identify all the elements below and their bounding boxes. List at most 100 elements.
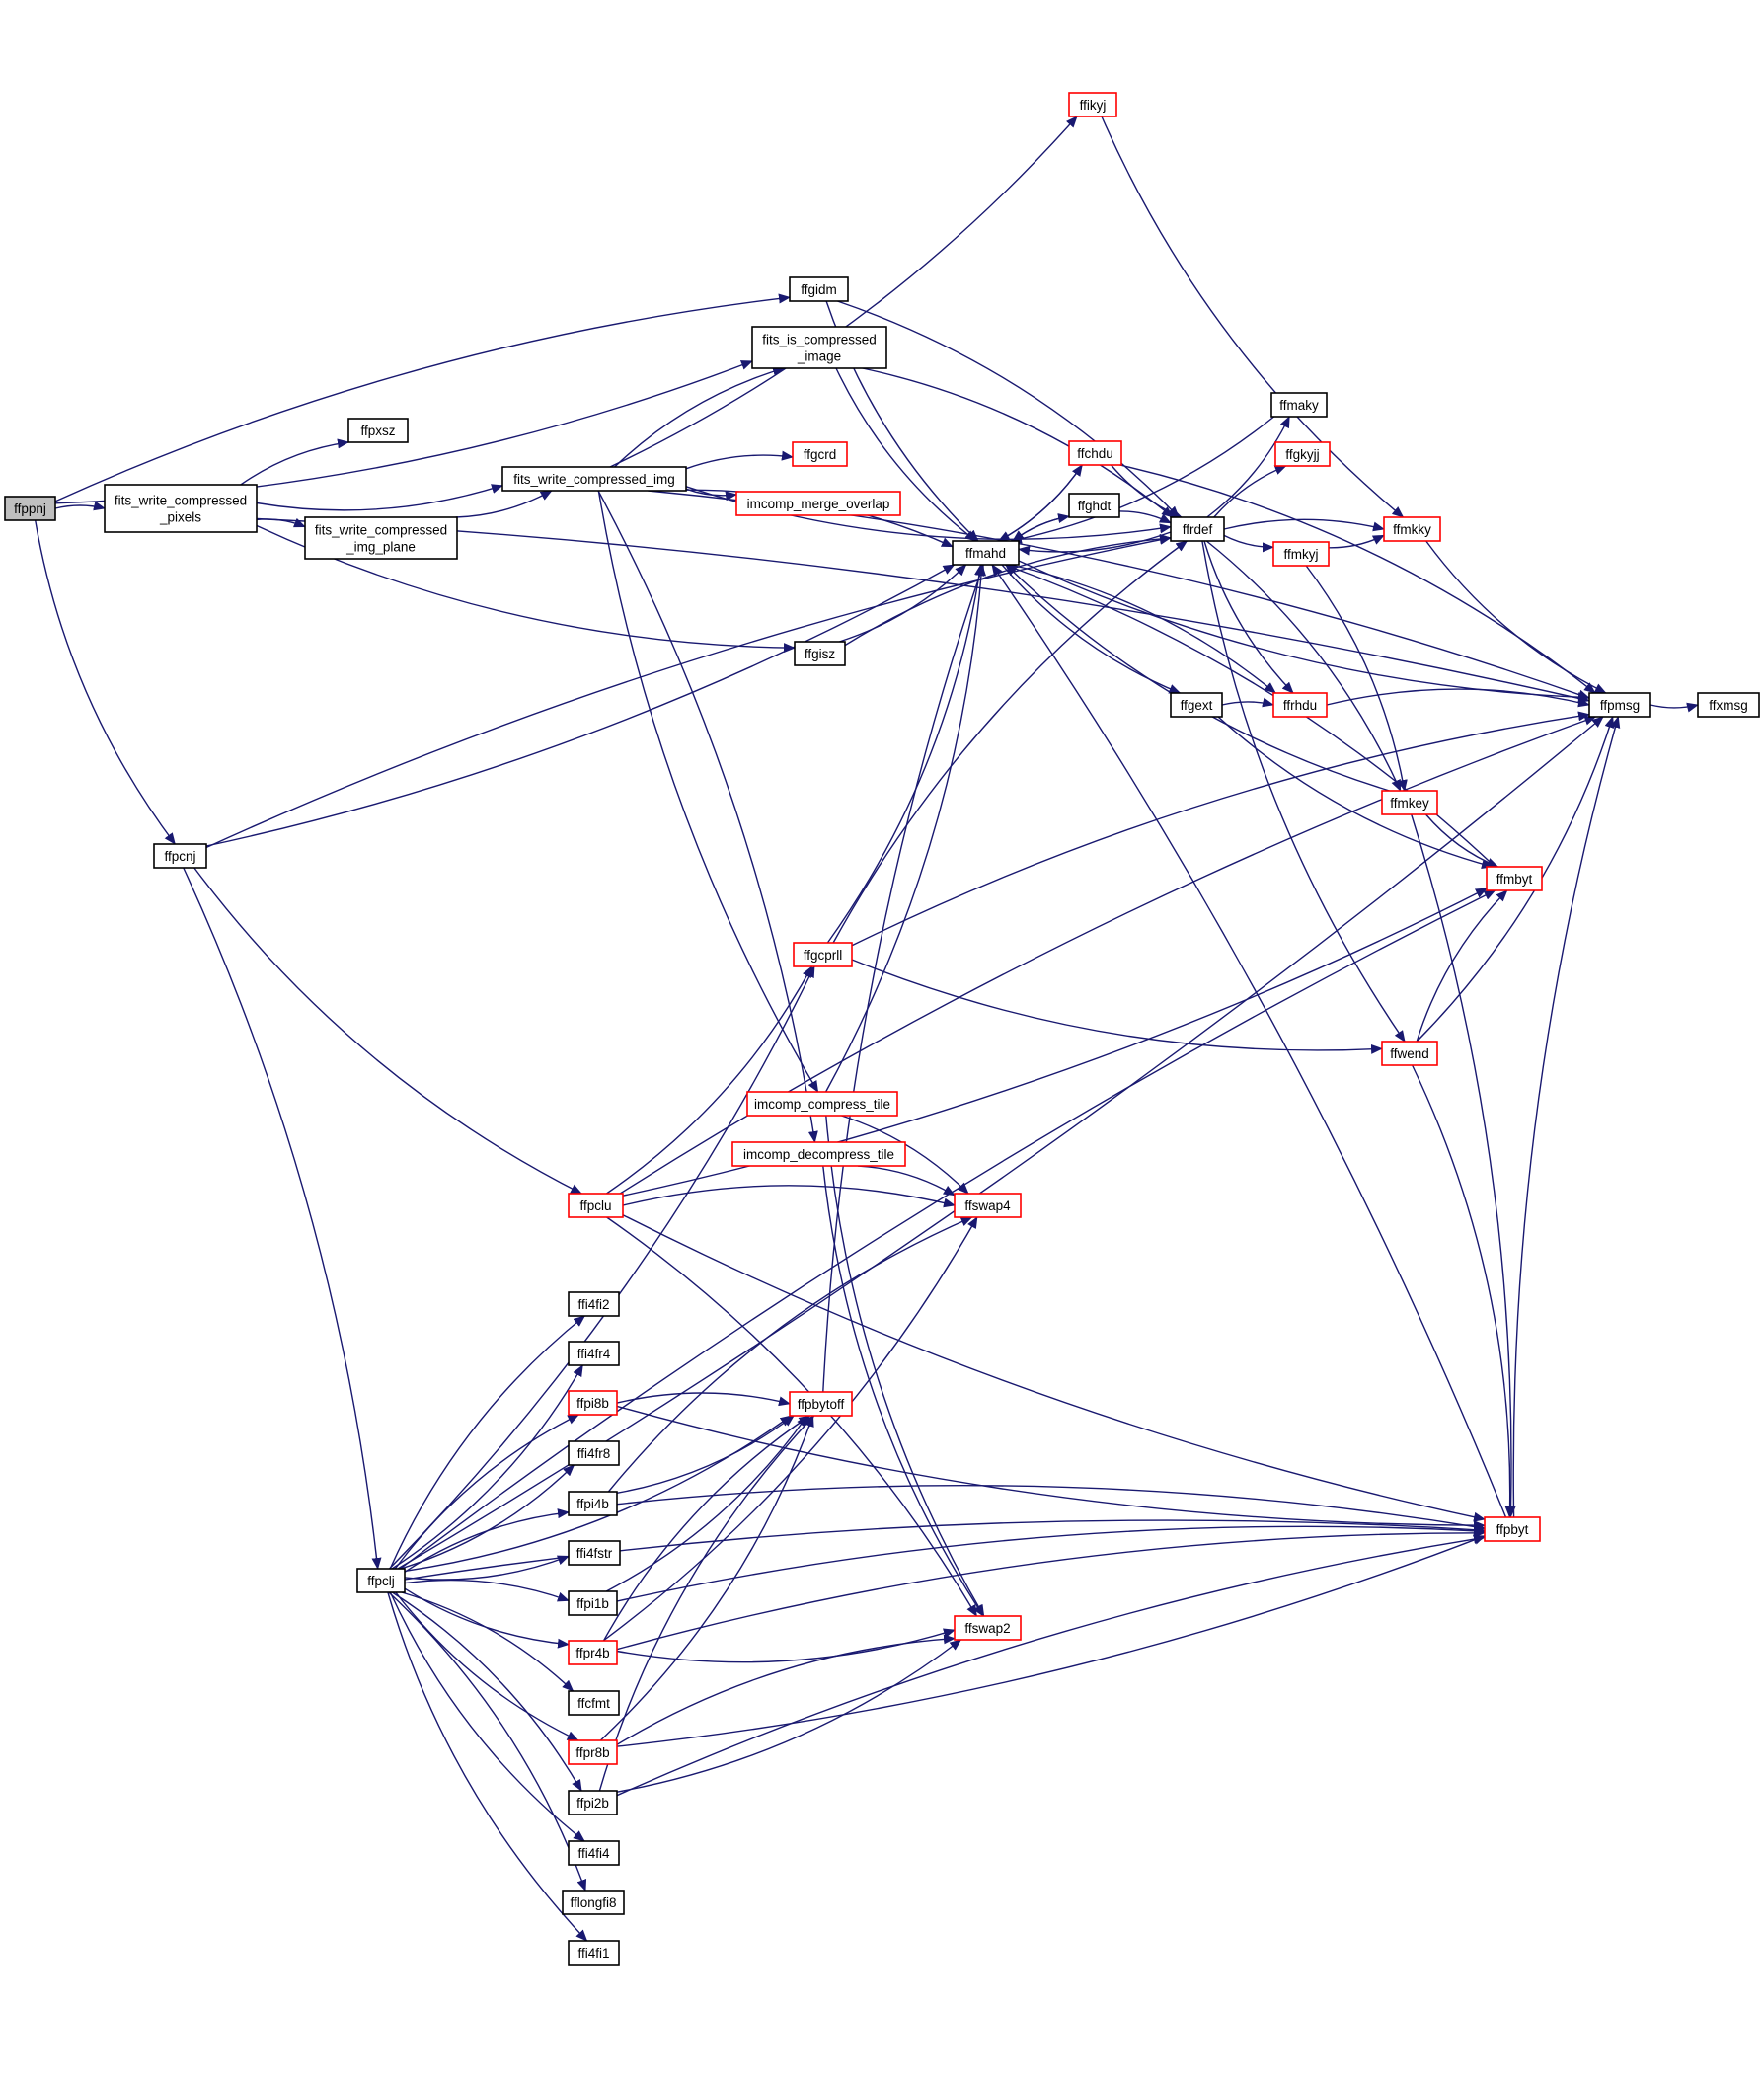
node-box bbox=[1068, 493, 1120, 518]
node-ffpbyt[interactable]: ffpbyt bbox=[1484, 1516, 1541, 1542]
node-ffrhdu[interactable]: ffrhdu bbox=[1272, 692, 1328, 718]
node-box bbox=[568, 1390, 618, 1416]
node-ffgisz[interactable]: ffgisz bbox=[794, 641, 846, 666]
node-box bbox=[356, 1568, 406, 1593]
node-ffmaky[interactable]: ffmaky bbox=[1270, 392, 1328, 418]
edge-ffpclu-to-ffswap4 bbox=[622, 1185, 956, 1208]
node-label: fits_is_compressed bbox=[762, 332, 877, 347]
node-box bbox=[562, 1890, 625, 1915]
node-box bbox=[347, 418, 409, 443]
node-label: imcomp_decompress_tile bbox=[743, 1147, 894, 1162]
node-label: ffi4fi2 bbox=[577, 1297, 609, 1312]
node-label: fits_write_compressed_img bbox=[513, 472, 675, 487]
node-ffgcprll[interactable]: ffgcprll bbox=[793, 942, 853, 967]
node-ffi4fr4[interactable]: ffi4fr4 bbox=[568, 1341, 620, 1366]
node-ffpi2b[interactable]: ffpi2b bbox=[568, 1790, 618, 1815]
node-ffikyj[interactable]: ffikyj bbox=[1068, 92, 1117, 117]
node-ffmkey[interactable]: ffmkey bbox=[1381, 790, 1438, 815]
node-fits-is-compressed-image[interactable]: fits_is_compressed_image bbox=[751, 326, 887, 369]
node-fflongfi8[interactable]: fflongfi8 bbox=[562, 1890, 625, 1915]
edge-ffpi1b-to-ffpbyt bbox=[616, 1525, 1486, 1602]
node-ffrdef[interactable]: ffrdef bbox=[1170, 516, 1225, 542]
node-ffppnj[interactable]: ffppnj bbox=[4, 496, 56, 521]
node-box bbox=[568, 1491, 618, 1516]
edge-ffpi2b-to-ffpbytoff bbox=[598, 1415, 815, 1792]
edge-ffpi2b-to-ffswap2 bbox=[616, 1639, 962, 1793]
node-fits-write-compressed-img-plane[interactable]: fits_write_compressed_img_plane bbox=[304, 516, 458, 560]
node-box bbox=[568, 1739, 618, 1765]
node-ffpi8b[interactable]: ffpi8b bbox=[568, 1390, 618, 1416]
node-ffpbytoff[interactable]: ffpbytoff bbox=[789, 1391, 853, 1417]
node-ffpclu[interactable]: ffpclu bbox=[568, 1193, 624, 1218]
edge-ffgisz-to-ffmahd bbox=[839, 564, 967, 643]
node-ffgidm[interactable]: ffgidm bbox=[789, 276, 849, 302]
node-ffgcrd[interactable]: ffgcrd bbox=[792, 441, 848, 467]
node-ffgkyjj[interactable]: ffgkyjj bbox=[1274, 441, 1331, 467]
node-ffmkky[interactable]: ffmkky bbox=[1383, 516, 1441, 542]
node-ffi4fstr[interactable]: ffi4fstr bbox=[568, 1540, 621, 1566]
edge-ffpclj-to-fflongfi8 bbox=[388, 1591, 587, 1892]
node-ffswap4[interactable]: ffswap4 bbox=[954, 1193, 1022, 1218]
node-fits-write-compressed-img[interactable]: fits_write_compressed_img bbox=[501, 466, 687, 492]
node-label: ffpclj bbox=[367, 1574, 395, 1588]
node-label: ffpi1b bbox=[576, 1596, 609, 1611]
node-ffi4fi2[interactable]: ffi4fi2 bbox=[568, 1291, 620, 1317]
node-ffwend[interactable]: ffwend bbox=[1381, 1041, 1438, 1066]
edge-ffppnj-to-fits_write_compressed_pixels bbox=[54, 501, 106, 511]
node-label: ffxmsg bbox=[1709, 698, 1748, 713]
edge-ffrhdu-to-ffpmsg bbox=[1326, 688, 1590, 708]
edge-ffpr8b-to-ffpbyt bbox=[616, 1535, 1486, 1747]
node-box bbox=[789, 276, 849, 302]
node-ffpmsg[interactable]: ffpmsg bbox=[1588, 692, 1651, 718]
node-ffpcnj[interactable]: ffpcnj bbox=[153, 843, 207, 869]
node-ffmbyt[interactable]: ffmbyt bbox=[1486, 866, 1543, 891]
edge-ffgidm-to-ffrdef bbox=[837, 300, 1180, 518]
node-ffpclj[interactable]: ffpclj bbox=[356, 1568, 406, 1593]
node-label: fits_write_compressed bbox=[115, 493, 247, 507]
node-ffi4fi4[interactable]: ffi4fi4 bbox=[568, 1840, 620, 1866]
node-ffxmsg[interactable]: ffxmsg bbox=[1697, 692, 1760, 718]
node-ffmkyj[interactable]: ffmkyj bbox=[1272, 541, 1330, 567]
edge-ffrdef-to-ffgkyjj bbox=[1213, 465, 1287, 518]
edge-ffpbyt-to-ffmahd bbox=[991, 564, 1507, 1518]
node-box bbox=[568, 1291, 620, 1317]
edge-ffppnj-to-ffpcnj bbox=[35, 519, 176, 845]
node-ffi4fi1[interactable]: ffi4fi1 bbox=[568, 1940, 620, 1966]
node-ffpi4b[interactable]: ffpi4b bbox=[568, 1491, 618, 1516]
edge-ffpr4b-to-ffswap4 bbox=[602, 1216, 978, 1642]
node-ffi4fr8[interactable]: ffi4fr8 bbox=[568, 1440, 620, 1466]
node-imcomp-decompress-tile[interactable]: imcomp_decompress_tile bbox=[731, 1141, 906, 1167]
edge-ffikyj-to-ffmkky bbox=[1101, 116, 1405, 518]
node-label: ffgcprll bbox=[804, 948, 843, 963]
edge-ffmahd-to-ffgext bbox=[1001, 564, 1182, 694]
node-ffswap2[interactable]: ffswap2 bbox=[954, 1615, 1022, 1641]
node-ffpi1b[interactable]: ffpi1b bbox=[568, 1590, 618, 1616]
node-label: ffpbyt bbox=[1496, 1522, 1529, 1537]
edge-ffgext-to-ffmbyt bbox=[1217, 716, 1494, 869]
edge-ffrdef-to-ffmahd bbox=[1018, 531, 1172, 556]
node-label: ffi4fi1 bbox=[577, 1946, 609, 1961]
node-ffchdu[interactable]: ffchdu bbox=[1068, 440, 1122, 466]
edge-ffpclu-to-ffpbyt bbox=[622, 1214, 1486, 1522]
node-ffcfmt[interactable]: ffcfmt bbox=[568, 1690, 620, 1716]
edge-ffpr8b-to-ffpbytoff bbox=[599, 1415, 814, 1741]
node-fits-write-compressed-pixels[interactable]: fits_write_compressed_pixels bbox=[104, 484, 258, 533]
edge-ffppnj-to-ffgidm bbox=[54, 293, 791, 502]
edge-ffmkky-to-ffpmsg bbox=[1425, 540, 1607, 694]
node-ffpr4b[interactable]: ffpr4b bbox=[568, 1640, 618, 1665]
node-ffghdt[interactable]: ffghdt bbox=[1068, 493, 1120, 518]
node-box bbox=[4, 496, 56, 521]
node-imcomp-compress-tile[interactable]: imcomp_compress_tile bbox=[746, 1091, 898, 1117]
node-box bbox=[568, 1940, 620, 1966]
node-label: _img_plane bbox=[345, 539, 416, 554]
node-label: ffwend bbox=[1390, 1046, 1429, 1061]
node-ffpxsz[interactable]: ffpxsz bbox=[347, 418, 409, 443]
node-imcomp-merge-overlap[interactable]: imcomp_merge_overlap bbox=[735, 491, 901, 516]
edge-fits_write_compressed_img-to-imcomp_compress_tile bbox=[597, 490, 819, 1093]
node-ffpr8b[interactable]: ffpr8b bbox=[568, 1739, 618, 1765]
node-box bbox=[954, 1193, 1022, 1218]
node-label: ffpi8b bbox=[576, 1396, 609, 1411]
node-ffgext[interactable]: ffgext bbox=[1170, 692, 1223, 718]
edge-ffrdef-to-ffmkky bbox=[1223, 518, 1385, 532]
node-ffmahd[interactable]: ffmahd bbox=[952, 540, 1020, 566]
